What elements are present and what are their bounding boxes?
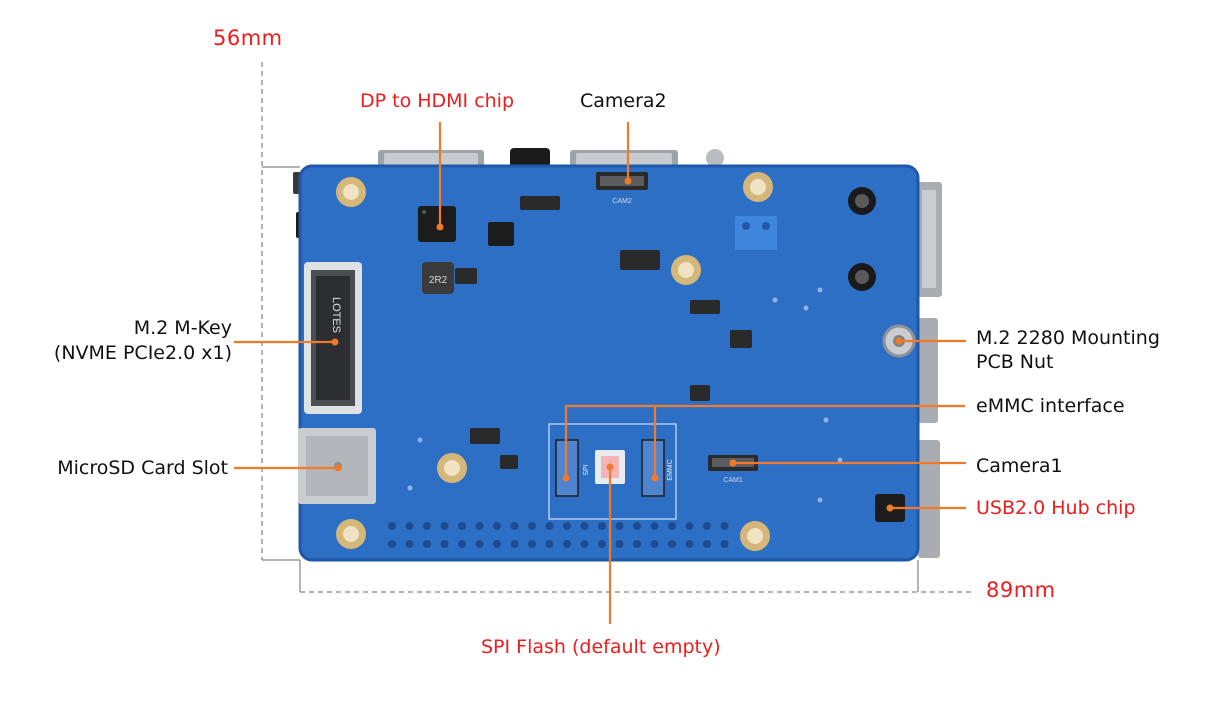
top-led <box>706 149 724 167</box>
gpio-pin <box>650 522 659 530</box>
m2-mkey-label-line1: M.2 M-Key <box>133 317 232 339</box>
gpio-pin <box>615 522 624 530</box>
gpio-pin <box>703 522 711 530</box>
dp-to-hdmi-chip <box>418 206 456 242</box>
length-dimension-label: 89mm <box>986 578 1056 602</box>
m2-mkey-label-line2: (NVME PCIe2.0 x1) <box>53 342 232 364</box>
spi-silkscreen: SPI <box>583 464 590 475</box>
gpio-pin <box>563 522 571 530</box>
usb-port-upper <box>918 318 938 423</box>
camera1-label: Camera1 <box>976 455 1063 477</box>
gpio-pin <box>510 522 519 530</box>
leader-lines <box>234 122 966 624</box>
gpio-pin <box>720 522 729 530</box>
gpio-pin <box>598 540 606 548</box>
gpio-pin <box>720 540 729 548</box>
emmc-silkscreen: EMMC <box>667 459 674 480</box>
gpio-pin <box>580 540 589 548</box>
gpio-pin <box>580 522 589 530</box>
gpio-pin <box>615 540 624 548</box>
gpio-pin <box>668 540 676 548</box>
gpio-pin <box>528 522 536 530</box>
inductor <box>422 262 454 294</box>
camera2-label: Camera2 <box>580 90 667 112</box>
gpio-pin <box>440 540 449 548</box>
gpio-pin <box>685 522 694 530</box>
dp-to-hdmi-chip-label: DP to HDMI chip <box>360 90 515 112</box>
emmc-pad-right <box>641 439 665 497</box>
m2-brand-text: LOTES <box>330 297 342 333</box>
gpio-pin <box>510 540 519 548</box>
gpio-pin <box>423 540 431 548</box>
width-dimension-lines <box>261 62 300 561</box>
m2-nut-label-line1: M.2 2280 Mounting <box>976 327 1160 349</box>
length-dimension-lines <box>299 560 975 593</box>
spi-emmc-outline <box>548 423 677 520</box>
microsd-slot-label: MicroSD Card Slot <box>57 457 228 479</box>
usb-hub-chip-label: USB2.0 Hub chip <box>976 497 1136 519</box>
usb-port-lower <box>918 440 940 558</box>
gpio-pin <box>528 540 536 548</box>
microsd-slot <box>298 428 376 504</box>
inductor-text: 2R2 <box>429 275 448 286</box>
gpio-pin <box>388 540 396 548</box>
gpio-pin <box>475 522 484 530</box>
mounting-holes <box>336 172 773 551</box>
gpio-pin <box>493 540 501 548</box>
gpio-pin <box>545 522 554 530</box>
gpio-pin <box>598 522 606 530</box>
gpio-pin <box>563 540 571 548</box>
cam2-silkscreen: CAM2 <box>612 198 632 205</box>
gpio-pin <box>440 522 449 530</box>
gpio-pin <box>633 522 641 530</box>
gpio-pin <box>405 522 414 530</box>
gpio-header <box>388 522 729 548</box>
gpio-pin <box>703 540 711 548</box>
gpio-pin <box>685 540 694 548</box>
gpio-pin <box>633 540 641 548</box>
cam1-silkscreen: CAM1 <box>723 477 743 484</box>
emmc-interface-label: eMMC interface <box>976 395 1125 417</box>
gpio-pin <box>405 540 414 548</box>
m2-nut-label-line2: PCB Nut <box>976 351 1054 373</box>
gpio-pin <box>458 522 466 530</box>
gpio-pin <box>458 540 466 548</box>
m2-slot: LOTES <box>304 262 362 414</box>
gpio-pin <box>423 522 431 530</box>
width-dimension-label: 56mm <box>213 26 283 50</box>
gpio-pin <box>668 522 676 530</box>
gpio-pin <box>475 540 484 548</box>
gpio-pin <box>493 522 501 530</box>
spi-flash-label: SPI Flash (default empty) <box>481 636 721 658</box>
gpio-pin <box>545 540 554 548</box>
gpio-pin <box>388 522 396 530</box>
gpio-pin <box>650 540 659 548</box>
